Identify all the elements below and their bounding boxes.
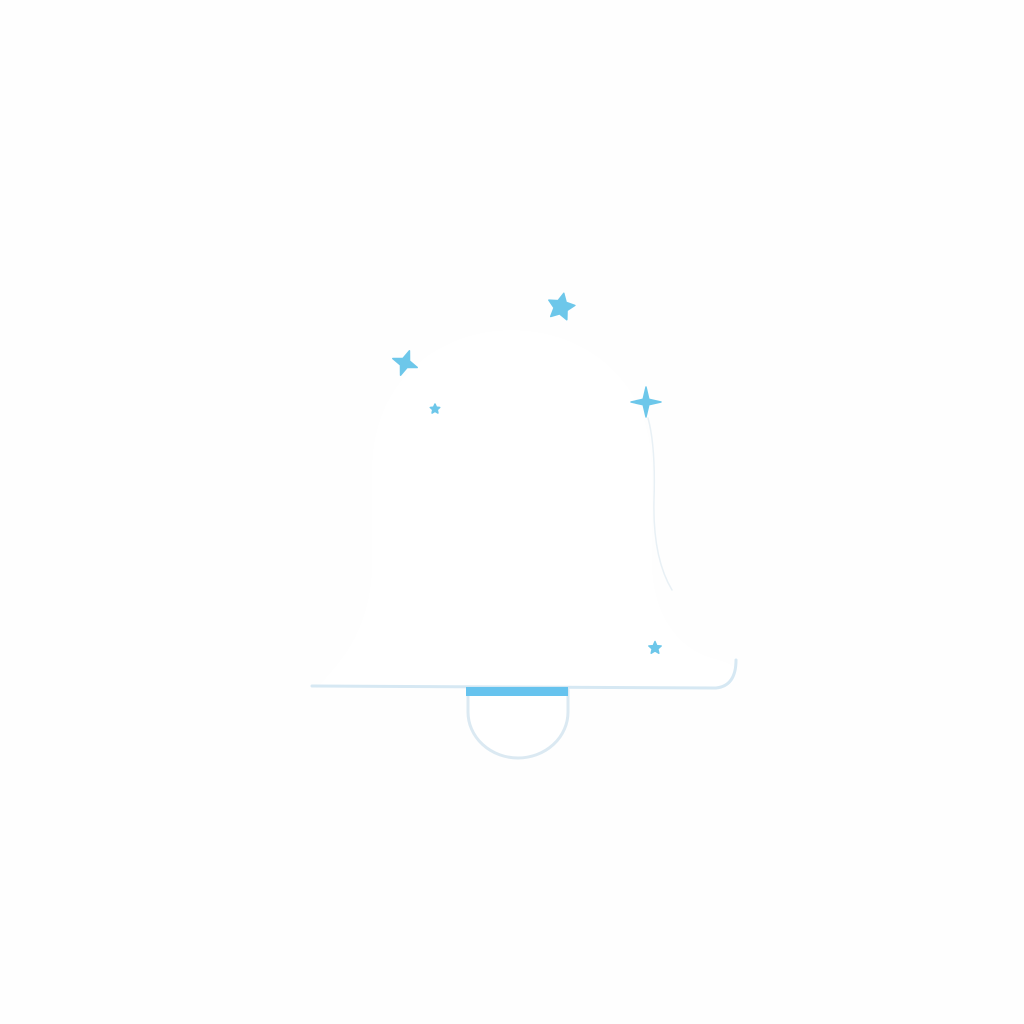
sparkle-icon [548,292,576,321]
sparkles [392,292,662,655]
bell-accent-bar [466,687,568,696]
sparkle-icon [648,640,662,655]
bell-icon [318,330,736,688]
sparkle-icon [630,386,662,418]
sparkle-icon [392,350,418,376]
bell-clapper [466,688,570,760]
sparkle-icon [429,403,441,414]
bell-side-outline [647,417,673,591]
bell-rim-outline [310,658,738,690]
